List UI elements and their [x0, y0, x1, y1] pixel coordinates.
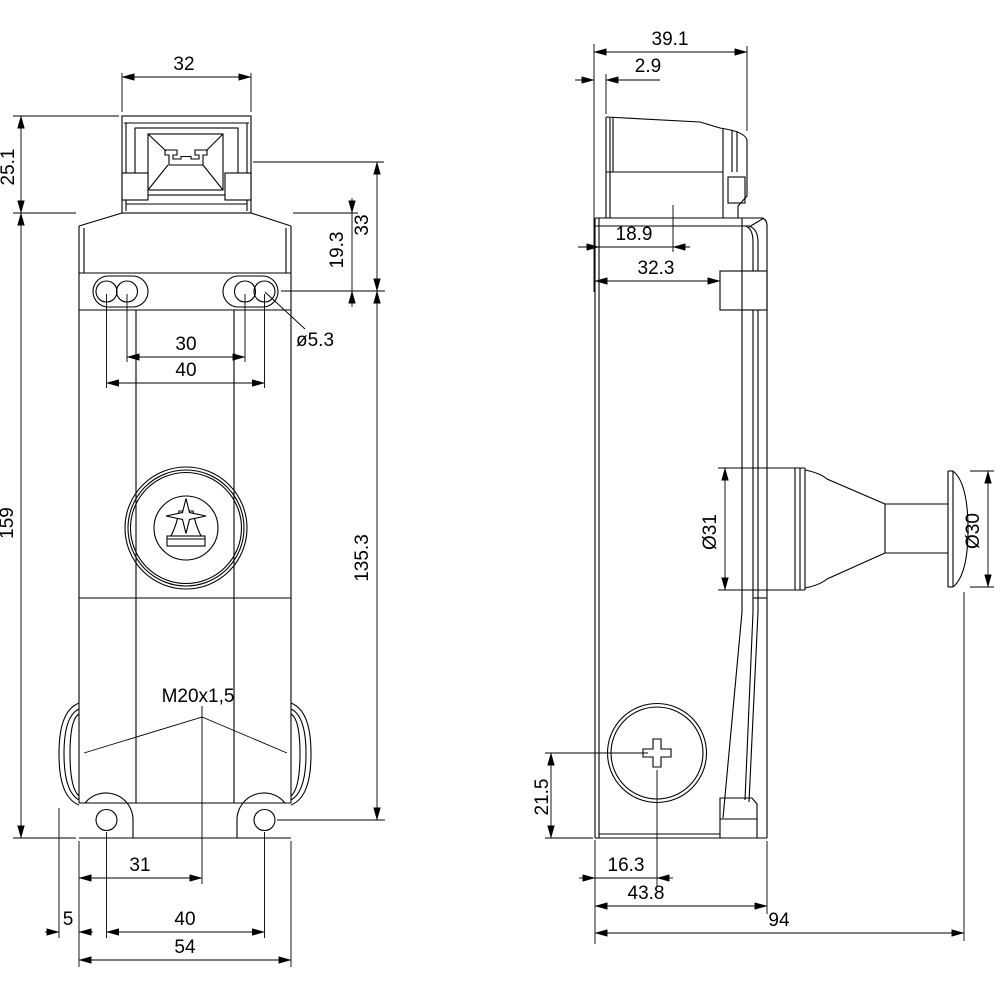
front-emblem	[124, 466, 248, 590]
dim-base-hole-spacing-label: 40	[174, 909, 195, 930]
dim-head-depth: 39.1	[593, 29, 748, 292]
side-view-dimensions: 39.1 2.9 18.9 32.3 Ø31	[532, 29, 994, 944]
dim-base-edge-to-gland-axis: 31	[78, 841, 203, 967]
rear-mounting-lug	[719, 797, 758, 839]
dim-hole-spacing-outer: 40	[105, 294, 266, 388]
dim-body-height: 159	[0, 212, 76, 839]
dim-holes-to-head-axis: 33	[253, 161, 385, 292]
front-base	[79, 792, 291, 839]
front-body	[78, 212, 292, 803]
dim-front-face-to-head-label: 2.9	[635, 56, 661, 77]
dim-body-depth-label: 43.8	[628, 883, 665, 904]
dim-front-face-to-head-axis-label: 18.9	[616, 224, 653, 245]
dim-holes-to-body-top: 19.3	[293, 198, 358, 307]
dim-head-height: 25.1	[0, 115, 119, 214]
dim-front-face-to-head: 2.9	[575, 56, 661, 114]
front-view-dimensions: 32 25.1 159 19.3 33	[0, 54, 385, 967]
dim-base-width-label: 54	[174, 937, 196, 958]
cross-screw-icon	[642, 738, 672, 768]
dim-base-hole-spacing: 40	[105, 832, 266, 938]
front-head	[121, 115, 252, 214]
button-cap	[947, 470, 969, 588]
dim-front-face-to-head-axis: 18.9	[578, 205, 690, 252]
dim-front-face-to-clamp-block: 32.3	[594, 258, 721, 285]
dim-head-width: 32	[121, 54, 252, 112]
dim-holes-to-head-axis-label: 33	[352, 214, 373, 235]
dim-holes-to-body-top-label: 19.3	[327, 232, 348, 269]
side-head	[605, 116, 748, 218]
dim-body-depth: 43.8	[594, 841, 768, 914]
dim-release-button-cap-diameter: Ø30	[963, 470, 994, 588]
dim-hole-spacing-outer-label: 40	[175, 360, 196, 381]
clamp-block	[719, 270, 768, 311]
dim-hole-rows-spacing-label: 135.3	[352, 534, 373, 582]
cable-gland-bosses	[58, 702, 312, 806]
dim-mounting-hole-diameter-label: ø5.3	[296, 330, 334, 351]
dim-front-face-to-clamp-block-label: 32.3	[638, 258, 675, 279]
dim-head-width-label: 32	[173, 54, 194, 75]
dim-overall-depth-label: 94	[768, 910, 790, 931]
dim-overall-depth: 94	[594, 592, 965, 941]
label-cable-gland-thread: M20x1,5	[83, 686, 288, 884]
front-view	[58, 115, 312, 839]
dim-hole-spacing-inner-label: 30	[175, 334, 196, 355]
dim-mounting-hole-diameter: ø5.3	[264, 291, 334, 351]
dim-gland-boss-protrusion: 5	[45, 808, 93, 938]
mounting-slots	[92, 275, 279, 308]
release-button	[766, 467, 969, 591]
dim-head-depth-label: 39.1	[652, 29, 689, 50]
dim-base-edge-to-gland-axis-label: 31	[129, 855, 150, 876]
dim-screw-axis-to-base-label: 21.5	[532, 779, 553, 816]
dim-release-button-base-diameter-label: Ø31	[700, 514, 721, 550]
brand-logo-icon	[165, 498, 207, 547]
dim-hole-rows-spacing: 135.3	[277, 290, 385, 821]
dim-front-face-to-screw-axis-label: 16.3	[608, 855, 645, 876]
side-body	[594, 217, 768, 839]
dim-head-height-label: 25.1	[0, 149, 19, 186]
key-slot-glyph	[164, 149, 208, 166]
dim-base-width: 54	[78, 841, 292, 967]
cable-gland-thread-label: M20x1,5	[162, 686, 235, 707]
dim-gland-boss-protrusion-label: 5	[63, 909, 74, 930]
dim-front-face-to-screw-axis: 16.3	[579, 770, 673, 944]
dim-release-button-base-diameter: Ø31	[700, 467, 805, 591]
dim-release-button-cap-diameter-label: Ø30	[963, 513, 984, 549]
dim-hole-spacing-inner: 30	[126, 294, 246, 362]
dim-screw-axis-to-base: 21.5	[532, 752, 648, 839]
dim-body-height-label: 159	[0, 507, 18, 539]
